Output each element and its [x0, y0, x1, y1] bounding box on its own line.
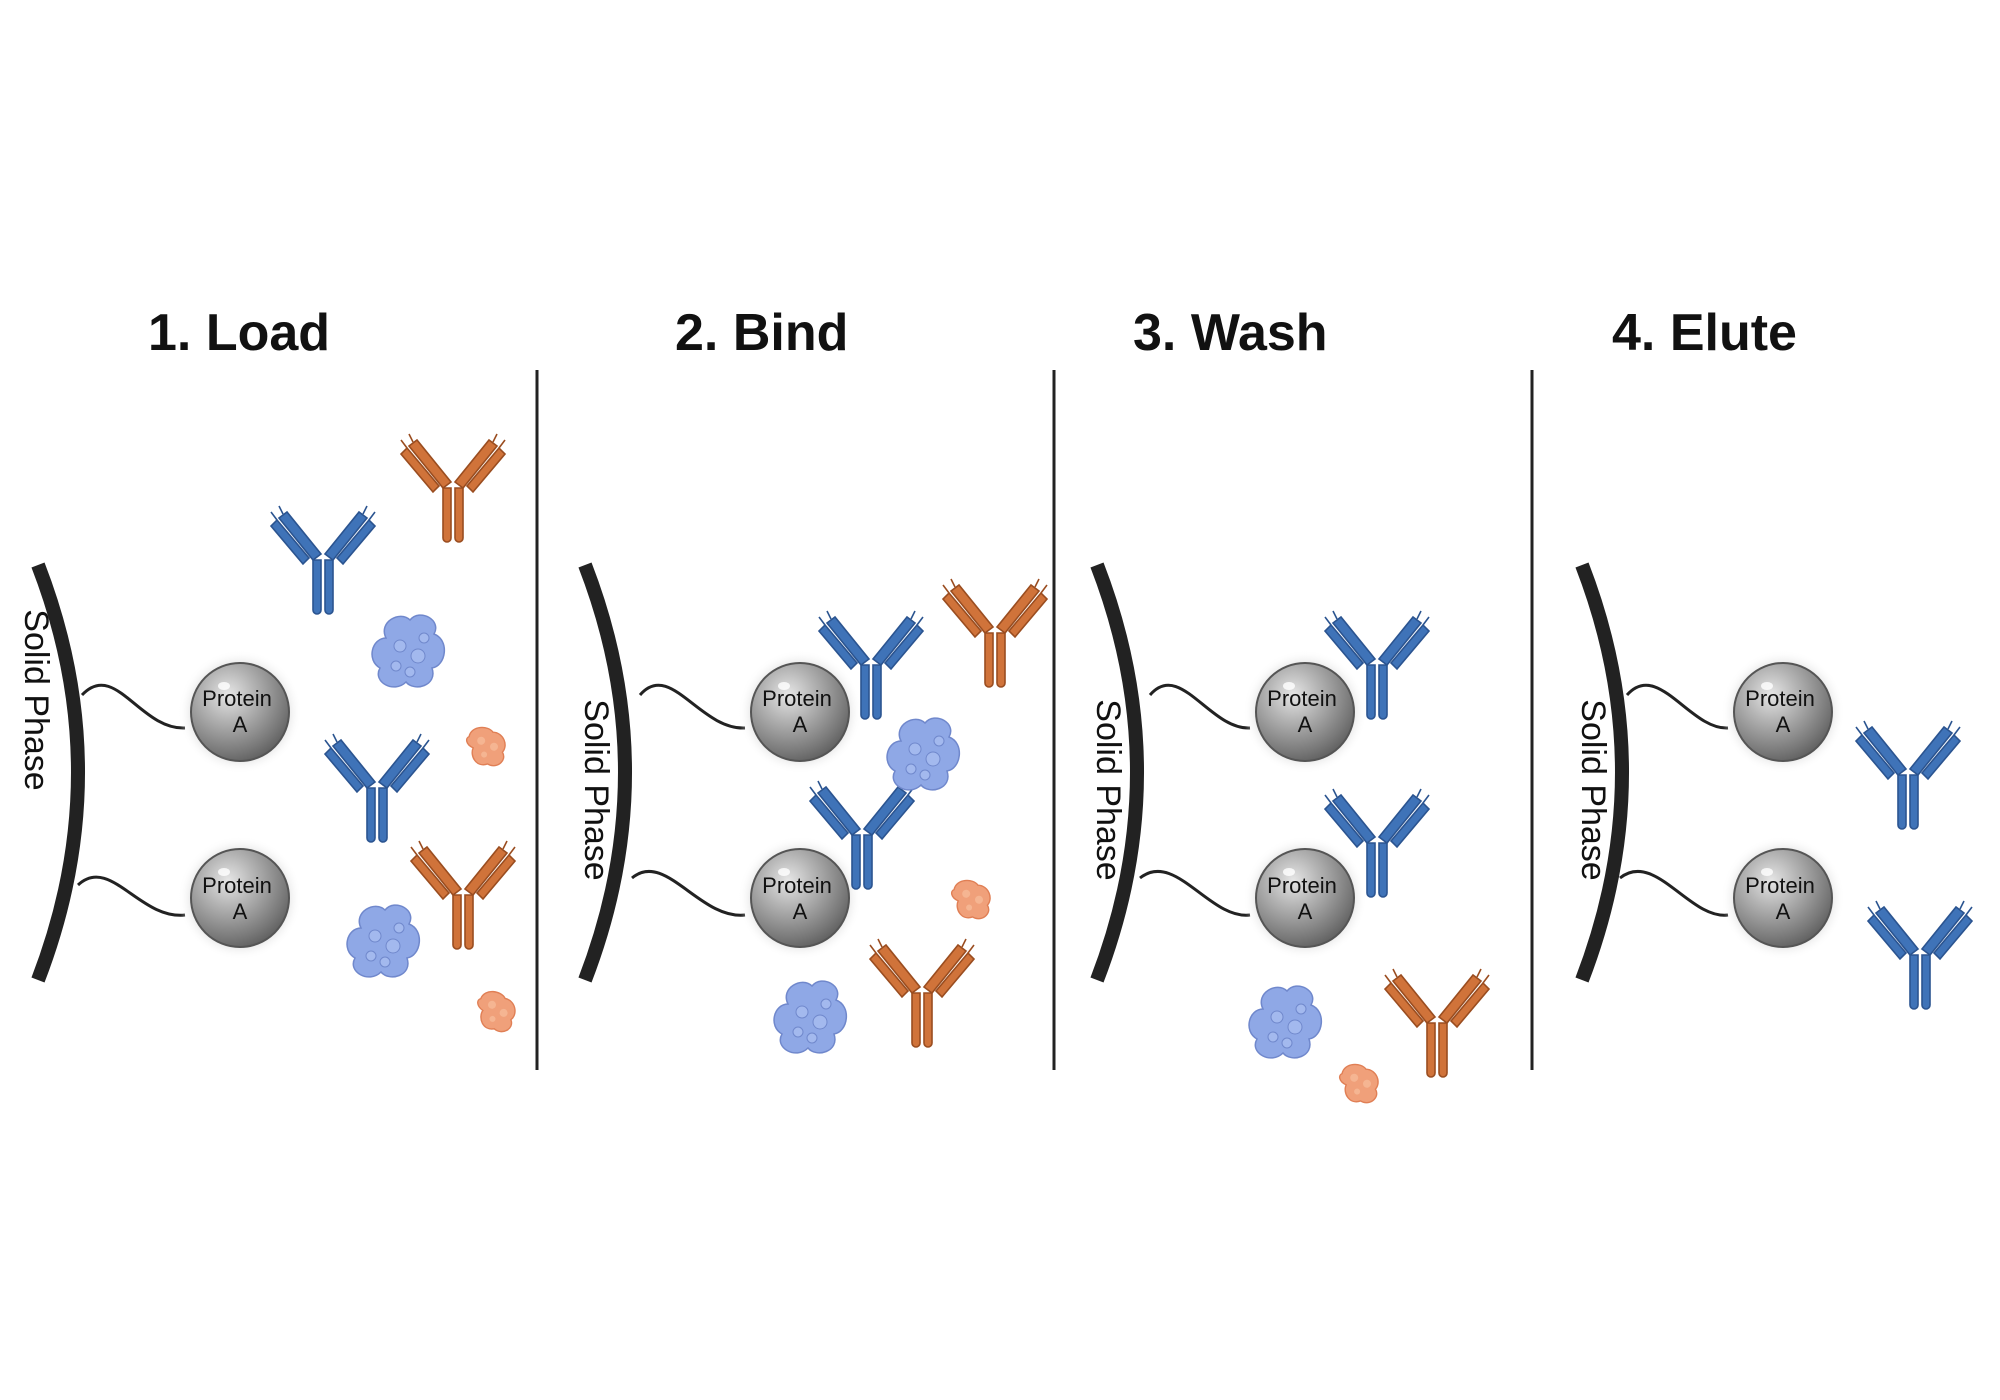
orange-antibody-icon	[1384, 968, 1490, 1078]
solid-phase-surface	[31, 562, 85, 983]
host-cell-protein-icon	[886, 717, 961, 791]
bead-label: A	[793, 712, 808, 737]
host-cell-protein-icon	[1248, 985, 1323, 1059]
solid-phase-label: Solid Phase	[17, 609, 55, 790]
protein-a-bead-icon: Protein A	[178, 650, 302, 774]
bead-label: Protein	[202, 873, 272, 898]
linker	[638, 683, 746, 730]
step-title: 4. Elute	[1612, 304, 1797, 362]
orange-antibody-icon	[942, 578, 1048, 688]
small-impurity-icon	[1336, 1057, 1386, 1110]
solid-phase-surface	[1090, 562, 1144, 983]
bead-label: A	[1776, 712, 1791, 737]
solid-phase-label: Solid Phase	[1574, 699, 1612, 880]
linker	[1139, 869, 1251, 917]
small-impurity-icon	[948, 873, 998, 926]
linker	[631, 869, 746, 917]
bead-label: A	[233, 899, 248, 924]
protein-a-bead-icon: Protein A	[178, 836, 302, 960]
bead-label: A	[793, 899, 808, 924]
small-impurity-icon	[463, 720, 513, 773]
orange-antibody-icon	[410, 840, 516, 950]
orange-antibody-icon	[869, 938, 975, 1048]
step-title: 1. Load	[148, 304, 330, 362]
blue-antibody-icon	[270, 505, 376, 615]
bead-label: Protein	[1267, 873, 1337, 898]
small-impurity-icon	[475, 987, 520, 1036]
bead-label: Protein	[762, 686, 832, 711]
step-panel-bind: 2. Bind Solid Phase Protein A Protein A	[577, 304, 1048, 1054]
host-cell-protein-icon	[371, 614, 446, 688]
protein-a-bead-icon: Protein A	[1243, 650, 1367, 774]
protein-a-bead-icon: Protein A	[1243, 836, 1367, 960]
step-panel-wash: 3. Wash Solid Phase Protein A Protein A	[1089, 304, 1490, 1110]
bead-label: Protein	[762, 873, 832, 898]
bead-label: A	[1298, 899, 1313, 924]
orange-antibody-icon	[400, 433, 506, 543]
step-title: 2. Bind	[675, 304, 848, 362]
bead-label: Protein	[1267, 686, 1337, 711]
step-panel-elute: 4. Elute Solid Phase Protein A Protein A	[1574, 304, 1973, 1010]
linker	[1148, 683, 1251, 730]
linker	[1619, 869, 1729, 917]
bead-label: A	[1298, 712, 1313, 737]
solid-phase-label: Solid Phase	[577, 699, 615, 880]
blue-antibody-icon	[1867, 900, 1973, 1010]
protein-a-bead-icon: Protein A	[738, 836, 862, 960]
bead-label: Protein	[1745, 873, 1815, 898]
step-panel-load: 1. Load Solid Phase Protein A Protein A	[17, 304, 520, 1036]
linker	[80, 683, 186, 730]
bead-label: A	[1776, 899, 1791, 924]
step-title: 3. Wash	[1133, 304, 1328, 362]
host-cell-protein-icon	[773, 980, 848, 1054]
host-cell-protein-icon	[346, 904, 421, 978]
solid-phase-label: Solid Phase	[1089, 699, 1127, 880]
protein-a-bead-icon: Protein A	[738, 650, 862, 774]
protein-a-bead-icon: Protein A	[1721, 650, 1845, 774]
linker	[1625, 683, 1729, 730]
bead-label: Protein	[202, 686, 272, 711]
blue-antibody-icon	[1855, 720, 1961, 830]
blue-antibody-icon	[324, 733, 430, 843]
solid-phase-surface	[578, 562, 632, 983]
bead-label: A	[233, 712, 248, 737]
linker	[76, 875, 186, 917]
bead-label: Protein	[1745, 686, 1815, 711]
solid-phase-surface	[1575, 562, 1629, 983]
protein-a-bead-icon: Protein A	[1721, 836, 1845, 960]
